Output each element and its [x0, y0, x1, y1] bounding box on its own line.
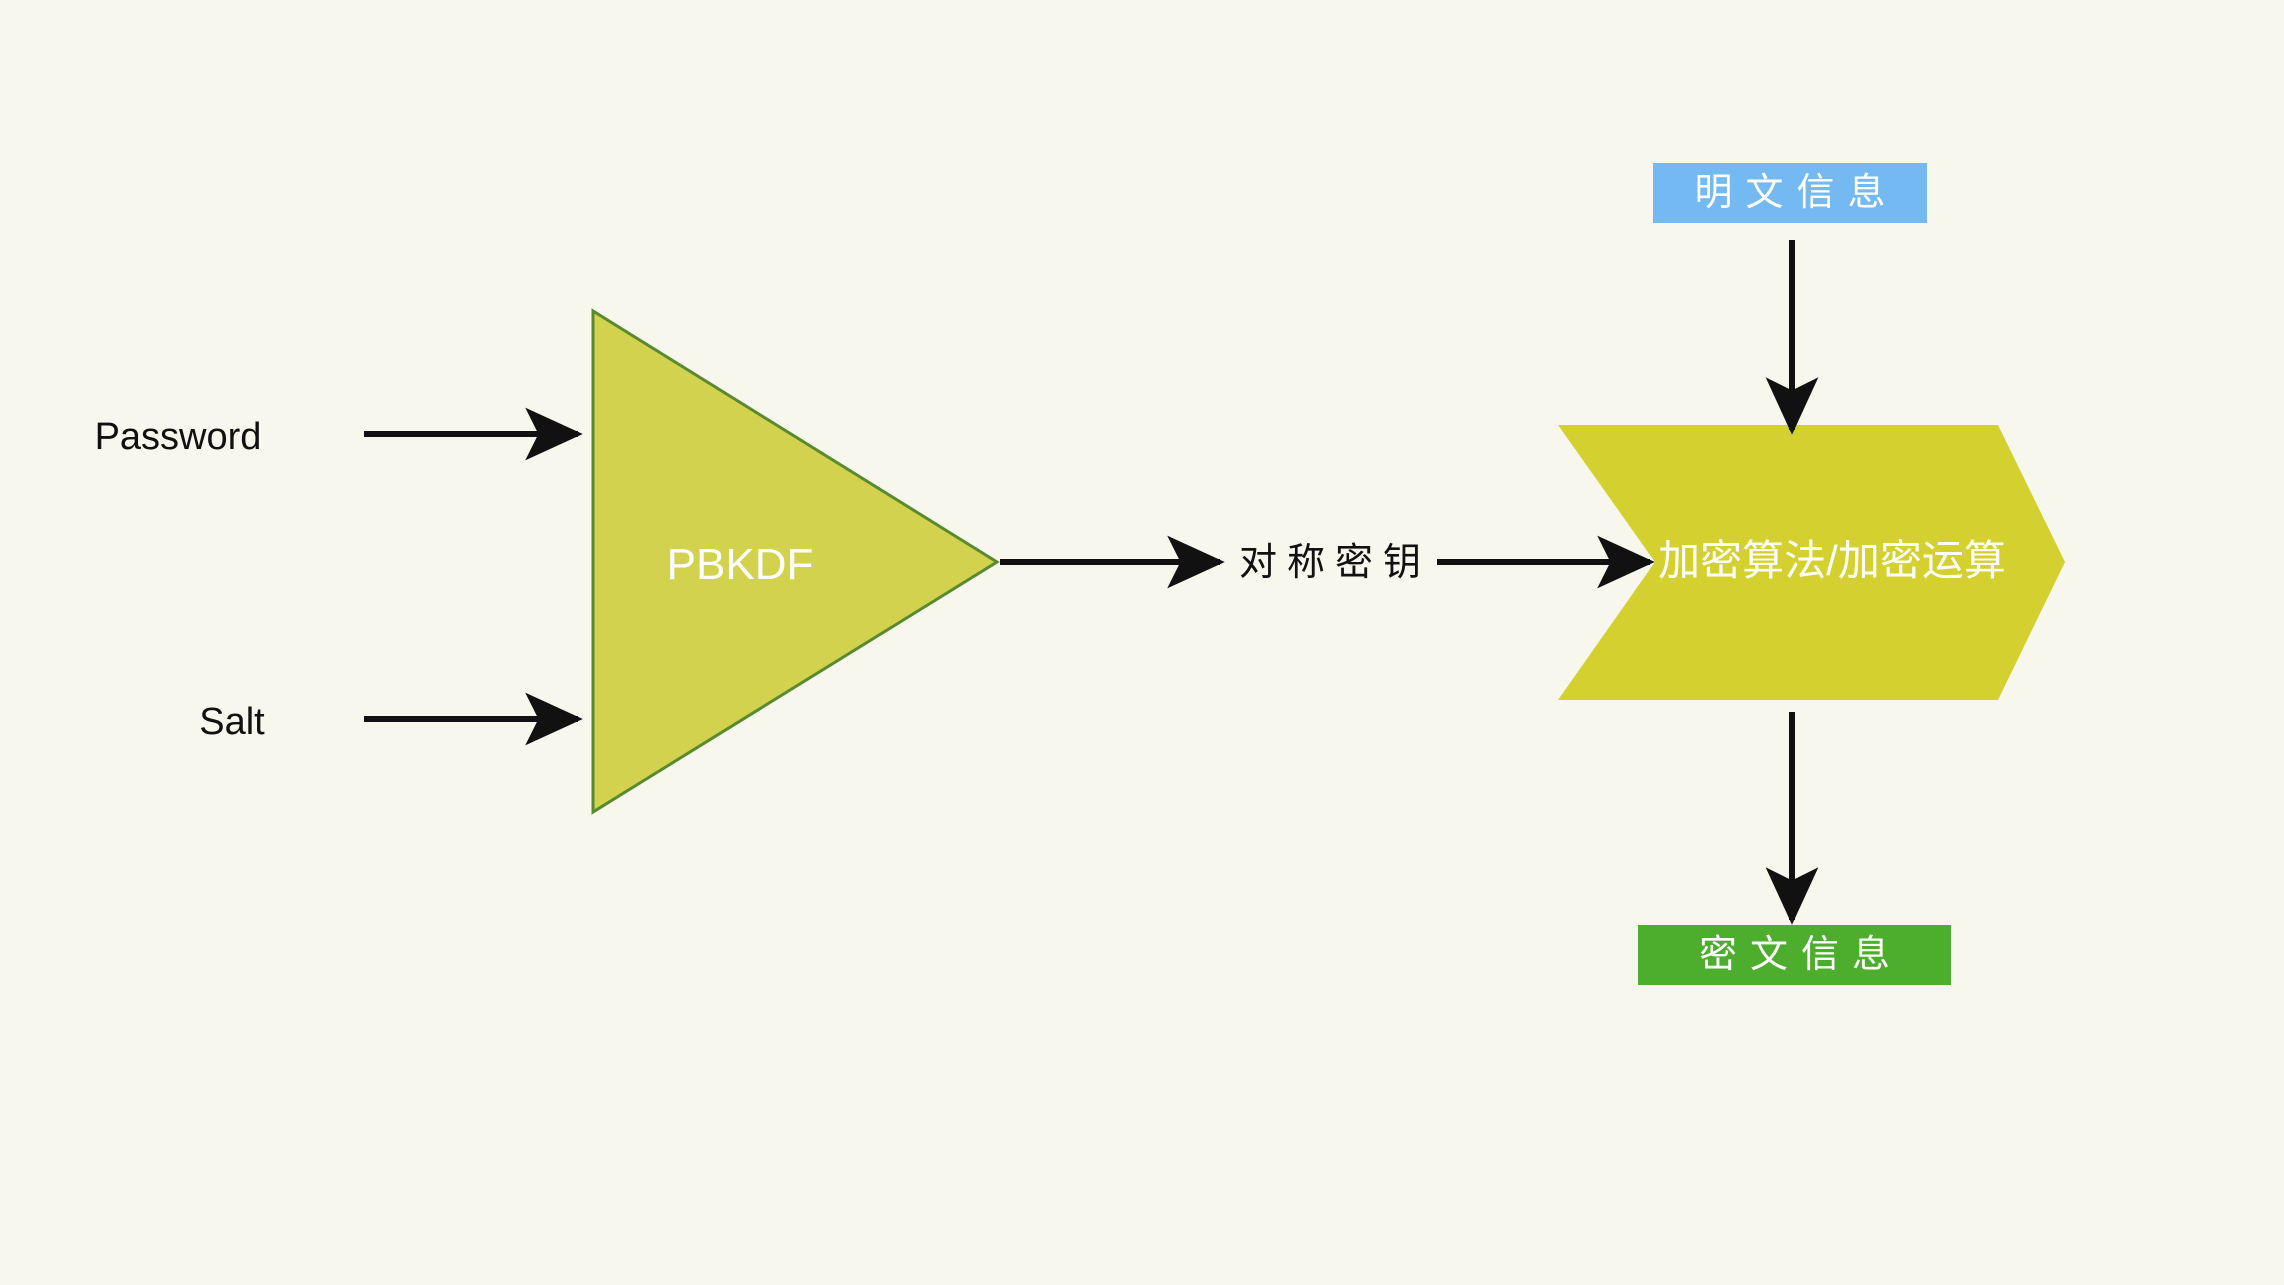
salt-label: Salt — [199, 701, 265, 743]
pbkdf-label: PBKDF — [666, 540, 814, 589]
symmetric-key-label: 对称密钥 — [1238, 542, 1432, 584]
ciphertext-box-label: 密文信息 — [1698, 934, 1903, 976]
plaintext-box[interactable]: 明文信息 — [1653, 163, 1927, 223]
pbkdf-triangle-shape[interactable] — [591, 308, 1000, 815]
ciphertext-box[interactable]: 密文信息 — [1638, 925, 1951, 985]
plaintext-box-label: 明文信息 — [1694, 172, 1899, 214]
encryption-algorithm-label: 加密算法/加密运算 — [1658, 537, 2006, 584]
password-label: Password — [94, 416, 262, 458]
encryption-chevron-shape[interactable] — [1558, 425, 2065, 700]
